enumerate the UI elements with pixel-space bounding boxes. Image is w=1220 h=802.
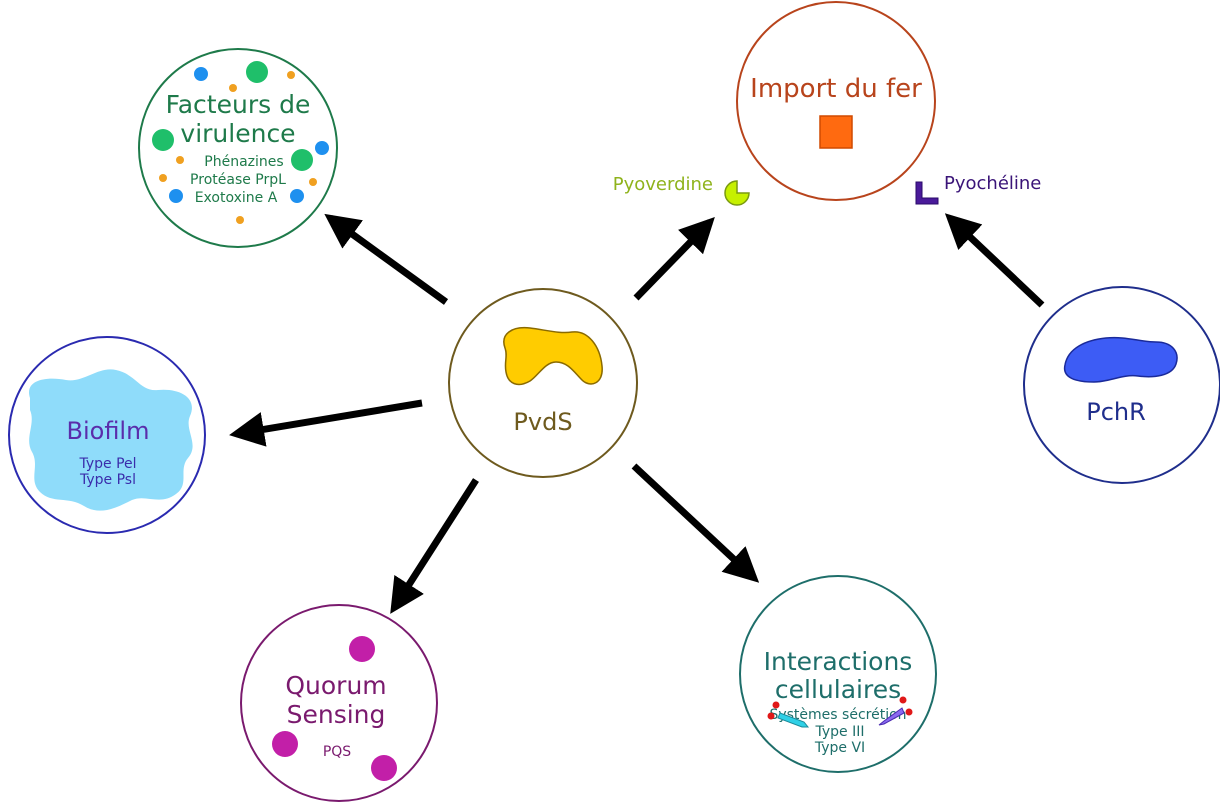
arrows	[229, 213, 1045, 614]
blue-particle	[315, 141, 329, 155]
arrow-to-interactions	[631, 463, 760, 583]
virulence-item-3: Exotoxine A	[195, 190, 278, 206]
interactions-circle	[739, 575, 937, 773]
iron-import-title: Import du fer	[750, 74, 922, 104]
blue-particle	[194, 67, 208, 81]
biofilm-blob	[28, 369, 193, 511]
effector-dot	[772, 701, 780, 709]
effector-dot	[899, 696, 907, 704]
orange-particle	[229, 84, 237, 92]
arrow-to-virulence	[324, 213, 449, 305]
iron-import-circle	[736, 1, 936, 201]
orange-particle	[176, 156, 184, 164]
orange-particle	[159, 174, 167, 182]
pyoverdine-label: Pyoverdine	[613, 174, 713, 195]
iron-import-node: Import du fer	[736, 1, 936, 201]
pyoverdine-icon	[724, 180, 750, 206]
interactions-item-2: Type III	[815, 724, 865, 740]
pvds-circle	[448, 288, 638, 478]
green-particle	[246, 61, 268, 83]
quorum-title-line2: Sensing	[287, 700, 386, 729]
arrow-to-pyocheline	[944, 213, 1045, 308]
green-particle	[291, 149, 313, 171]
biofilm-title: Biofilm	[67, 417, 150, 445]
virulence-node: Facteurs de virulence Phénazines Protéas…	[138, 48, 338, 248]
pvds-node: PvdS	[448, 288, 638, 478]
interactions-item-3: Type VI	[814, 740, 865, 756]
interactions-title-line1: Interactions	[764, 647, 913, 676]
pvds-protein-shape	[503, 326, 603, 386]
orange-particle	[309, 178, 317, 186]
virulence-item-2: Protéase PrpL	[190, 172, 286, 188]
pchr-node: PchR	[1023, 286, 1220, 484]
interactions-title-line2: cellulaires	[775, 675, 901, 704]
blue-particle	[169, 189, 183, 203]
quorum-title-line1: Quorum	[285, 671, 386, 700]
type-iii-syringe-icon	[777, 712, 810, 728]
biofilm-node: Biofilm Type Pel Type Psl	[8, 336, 206, 534]
blue-particle	[290, 189, 304, 203]
pqs-molecule	[371, 755, 397, 781]
orange-particle	[287, 71, 295, 79]
virulence-title-line1: Facteurs de	[166, 90, 311, 119]
green-particle	[152, 129, 174, 151]
iron-square-icon	[819, 115, 853, 149]
quorum-sensing-node: Quorum Sensing PQS	[240, 604, 438, 802]
pqs-molecule	[349, 636, 375, 662]
pqs-molecule	[272, 731, 298, 757]
pchr-label: PchR	[1086, 398, 1146, 426]
pyoverdine-node: Pyoverdine	[613, 174, 750, 206]
virulence-circle	[138, 48, 338, 248]
arrow-to-pyoverdine	[633, 216, 715, 301]
effector-dot	[767, 712, 775, 720]
pvds-label: PvdS	[513, 408, 572, 436]
arrow-to-biofilm	[229, 399, 423, 447]
arrow-to-quorum	[390, 478, 479, 614]
pyocheline-label: Pyochéline	[944, 173, 1041, 194]
interactions-node: Interactions cellulaires Systèmes sécrét…	[739, 575, 937, 773]
effector-dot	[905, 708, 913, 716]
pyocheline-node: Pyochéline	[915, 173, 1041, 205]
interactions-item-1: Systèmes sécrétion	[769, 707, 906, 723]
biofilm-item-2: Type Psl	[79, 472, 136, 488]
pyocheline-icon	[915, 181, 939, 205]
pchr-circle	[1023, 286, 1220, 484]
virulence-title-line2: virulence	[180, 119, 295, 148]
quorum-sub: PQS	[323, 744, 351, 760]
biofilm-item-1: Type Pel	[78, 456, 136, 472]
virulence-item-1: Phénazines	[204, 154, 283, 170]
pchr-protein-shape	[1063, 336, 1178, 383]
type-vi-syringe-icon	[878, 707, 905, 726]
orange-particle	[236, 216, 244, 224]
